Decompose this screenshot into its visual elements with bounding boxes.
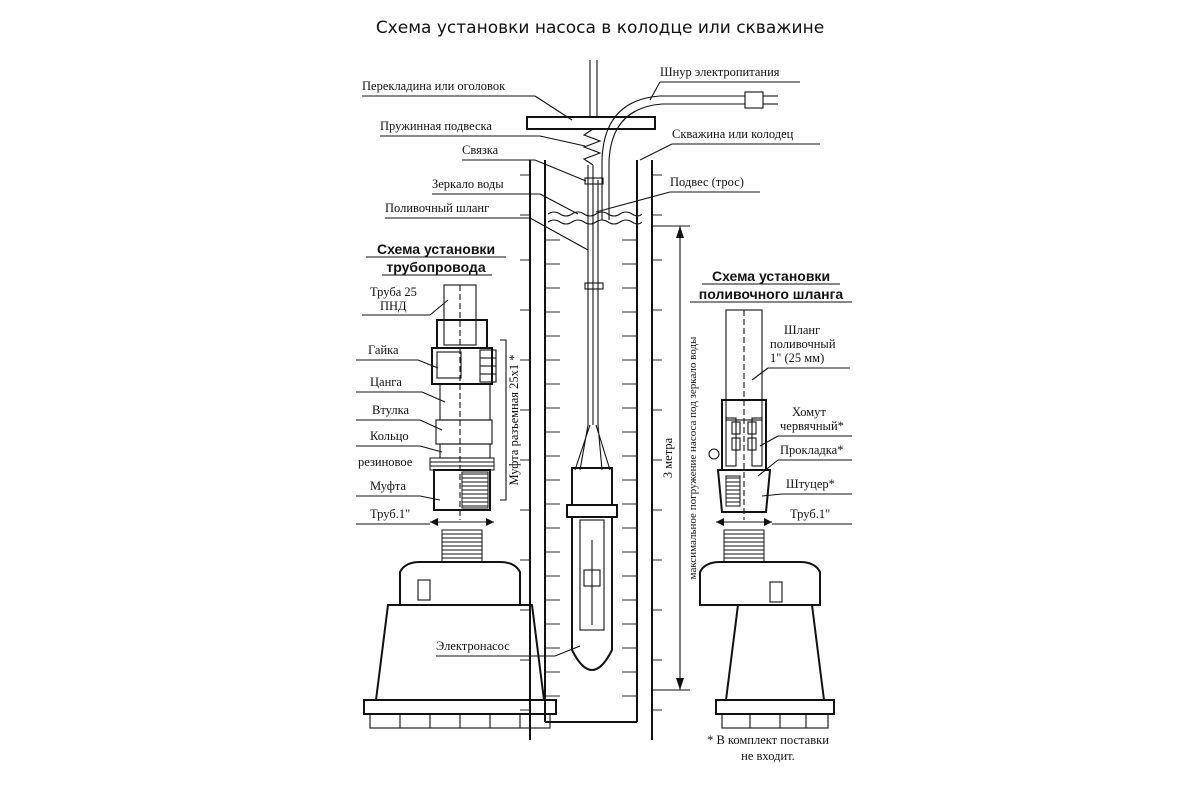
- depth-dimension: [652, 225, 690, 691]
- label-pipe-pnd-1: Труба 25: [370, 285, 417, 299]
- label-pipe-pnd-2: ПНД: [380, 299, 407, 313]
- label-hose-1: Шланг: [784, 323, 820, 337]
- footnote-line2: не входит.: [741, 749, 795, 763]
- hose-header-line2: поливочного шланга: [699, 286, 844, 302]
- label-gasket: Прокладка*: [780, 443, 843, 457]
- label-cable: Подвес (трос): [670, 175, 744, 189]
- coupling-note: Муфта разъемная 25х1 *: [507, 354, 521, 485]
- label-fitting: Штуцер*: [786, 477, 835, 491]
- label-hose: Поливочный шланг: [385, 201, 489, 215]
- hose-assembly: [699, 309, 835, 729]
- label-ring-1: Кольцо: [370, 429, 409, 443]
- depth-value: 3 метра: [661, 437, 675, 478]
- label-clamp-2: червячный*: [780, 419, 844, 433]
- depth-caption: максимальное погружение насоса под зерка…: [687, 336, 699, 579]
- label-water-surface: Зеркало воды: [432, 177, 504, 191]
- hose-callouts: Шланг поливочный 1" (25 мм) Хомут червяч…: [751, 323, 852, 525]
- electric-pump: [566, 467, 618, 671]
- label-pipe1-left: Труб.1": [370, 507, 410, 521]
- label-tie: Связка: [462, 143, 499, 157]
- label-coupling: Муфта: [370, 479, 406, 493]
- power-cord: [601, 91, 778, 220]
- label-clamp-1: Хомут: [792, 405, 826, 419]
- label-collet: Цанга: [370, 375, 402, 389]
- label-ring-2: резиновое: [358, 455, 413, 469]
- well-shaft: [520, 160, 662, 740]
- label-hose-2: поливочный: [770, 337, 836, 351]
- footnote-line1: * В комплект поставки: [707, 733, 829, 747]
- label-hose-3: 1" (25 мм): [770, 351, 824, 365]
- diagram-title: Схема установки насоса в колодце или скв…: [375, 18, 825, 38]
- pipeline-callouts: Труба 25 ПНД Гайка Цанга Втулка Кольцо р…: [356, 285, 449, 525]
- spring-suspension: [582, 128, 602, 166]
- center-callouts: Перекладина или оголовок Шнур электропит…: [362, 65, 820, 657]
- crossbar-head: [526, 60, 656, 130]
- pipeline-assembly: [363, 284, 557, 729]
- label-pump: Электронасос: [436, 639, 510, 653]
- label-crossbar: Перекладина или оголовок: [362, 79, 506, 93]
- hose-header-line1: Схема установки: [712, 268, 830, 284]
- label-sleeve: Втулка: [372, 403, 409, 417]
- pipeline-header-line2: трубопровода: [386, 259, 485, 275]
- label-power-cord: Шнур электропитания: [660, 65, 780, 79]
- label-spring: Пружинная подвеска: [380, 119, 492, 133]
- label-well: Скважина или колодец: [672, 127, 794, 141]
- garden-hose: [587, 165, 599, 425]
- pipeline-header-line1: Схема установки: [377, 241, 495, 257]
- label-nut: Гайка: [368, 343, 399, 357]
- label-pipe1-right: Труб.1": [790, 507, 830, 521]
